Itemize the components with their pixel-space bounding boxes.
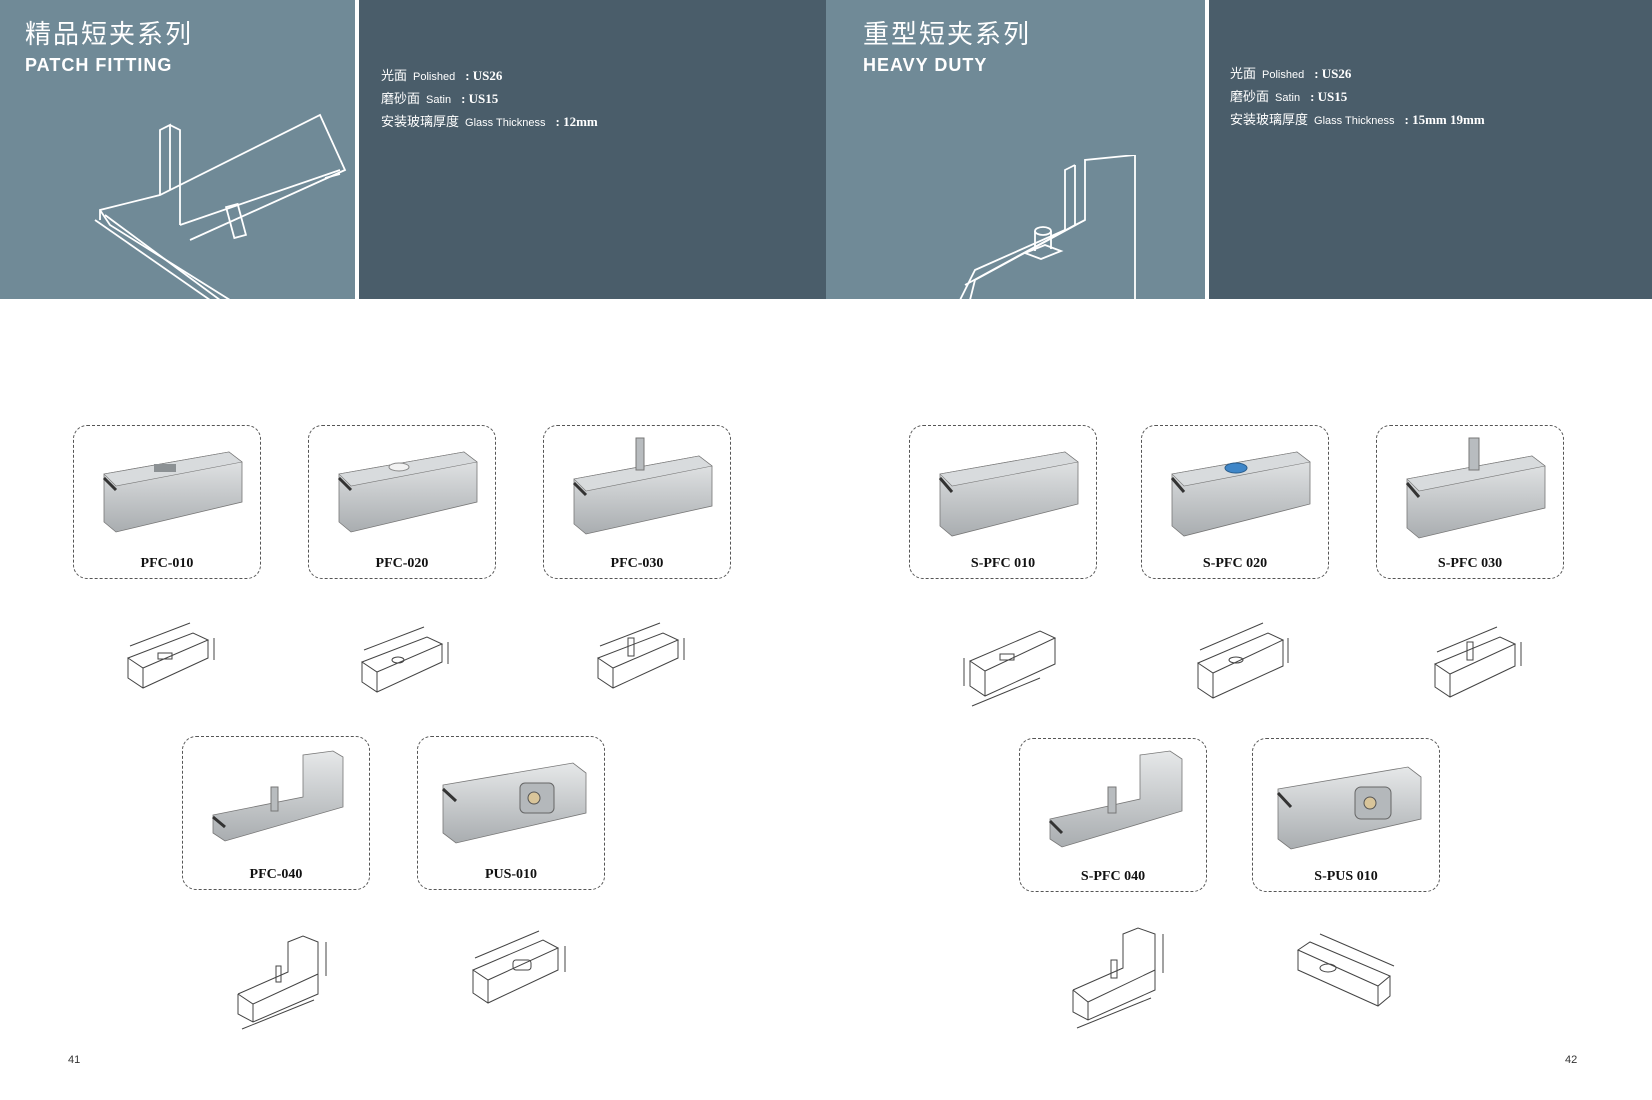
- s-pfc-010-photo-icon: [938, 451, 1079, 537]
- pfc-040-drawing-icon: [237, 935, 327, 1030]
- s-pus-010-photo-icon: [1276, 766, 1422, 850]
- left-title-en: PATCH FITTING: [25, 55, 173, 75]
- left-specs: 光面 Polished : US26 磨砂面 Satin : US15 安装玻璃厚度 Gl…: [381, 65, 598, 134]
- spec-row: 安装玻璃厚度 Glass Thickness : 12mm: [381, 111, 598, 134]
- product-code: PFC-010: [140, 556, 194, 571]
- heavy-duty-line-art-icon: [959, 155, 1136, 300]
- s-pfc-020-photo-icon: [1170, 451, 1311, 537]
- s-pfc-030-photo-icon: [1405, 437, 1546, 539]
- right-title-cn: 重型短夹系列: [863, 20, 1032, 50]
- banner-divider: [1205, 0, 1209, 299]
- product-code: PFC-040: [249, 867, 303, 882]
- spec-cn: 光面: [381, 69, 408, 84]
- spec-en: Polished: [1262, 69, 1305, 81]
- right-banner-dark: [1209, 0, 1652, 299]
- product-card-pfc-020[interactable]: PFC-020: [308, 425, 496, 579]
- spec-value: : 12mm: [555, 114, 598, 129]
- spec-row: 磨砂面 Satin : US15: [381, 88, 598, 111]
- pfc-030-drawing-icon: [596, 622, 685, 689]
- banner-divider: [355, 0, 359, 299]
- s-pfc-030-drawing-icon: [1433, 626, 1522, 698]
- product-card-s-pfc-040[interactable]: S-PFC 040: [1019, 738, 1207, 892]
- right-title-en: HEAVY DUTY: [863, 55, 988, 75]
- spec-cn: 光面: [1230, 67, 1257, 82]
- product-code: S-PFC 010: [970, 556, 1036, 571]
- pfc-010-photo-icon: [102, 451, 243, 533]
- spec-row: 光面 Polished : US26: [1230, 63, 1485, 86]
- product-code: S-PFC 020: [1202, 556, 1268, 571]
- right-banner-light: [826, 0, 1206, 299]
- spec-row: 光面 Polished : US26: [381, 65, 598, 88]
- product-card-s-pfc-010[interactable]: S-PFC 010: [909, 425, 1097, 579]
- spec-row: 安装玻璃厚度 Glass Thickness : 15mm 19mm: [1230, 109, 1485, 132]
- left-banner-dark: [359, 0, 826, 299]
- s-pfc-040-photo-icon: [1048, 750, 1183, 848]
- left-title-cn: 精品短夹系列: [25, 20, 194, 50]
- spec-en: Glass Thickness: [1314, 115, 1395, 127]
- product-code: PFC-030: [610, 556, 664, 571]
- left-banner-light: [0, 0, 355, 299]
- pfc-010-drawing-icon: [126, 622, 215, 689]
- spec-en: Polished: [413, 71, 456, 83]
- s-pfc-020-drawing-icon: [1196, 622, 1289, 699]
- product-card-pfc-010[interactable]: PFC-010: [73, 425, 261, 579]
- spec-value: : 15mm 19mm: [1404, 112, 1485, 127]
- product-card-pfc-040[interactable]: PFC-040: [182, 736, 370, 890]
- s-pfc-040-drawing-icon: [1072, 927, 1164, 1029]
- pfc-020-photo-icon: [337, 451, 478, 533]
- product-card-s-pfc-020[interactable]: S-PFC 020: [1141, 425, 1329, 579]
- product-code: S-PUS 010: [1314, 869, 1378, 884]
- spec-value: : US15: [1310, 89, 1348, 104]
- spec-row: 磨砂面 Satin : US15: [1230, 86, 1485, 109]
- s-pfc-010-drawing-icon: [963, 630, 1057, 707]
- spec-cn: 磨砂面: [1230, 90, 1270, 105]
- pus-010-drawing-icon: [471, 930, 566, 1004]
- product-code: PFC-020: [375, 556, 429, 571]
- product-card-pfc-030[interactable]: PFC-030: [543, 425, 731, 579]
- product-code: PUS-010: [484, 867, 538, 882]
- pfc-040-photo-icon: [212, 750, 344, 842]
- s-pus-010-drawing-icon: [1296, 933, 1395, 1007]
- spec-en: Satin: [1275, 92, 1301, 104]
- pfc-020-drawing-icon: [360, 626, 449, 693]
- spec-en: Satin: [426, 94, 452, 106]
- right-specs: 光面 Polished : US26 磨砂面 Satin : US15 安装玻璃厚度 Gl…: [1230, 63, 1485, 132]
- product-card-pus-010[interactable]: PUS-010: [417, 736, 605, 890]
- product-code: S-PFC 040: [1080, 869, 1146, 884]
- spec-cn: 磨砂面: [381, 92, 421, 107]
- spec-en: Glass Thickness: [465, 117, 546, 129]
- patch-fitting-line-art-icon: [94, 113, 347, 300]
- product-code: S-PFC 030: [1437, 556, 1503, 571]
- pus-010-photo-icon: [441, 762, 587, 844]
- spec-cn: 安装玻璃厚度: [1230, 113, 1309, 128]
- spec-value: : US15: [461, 91, 499, 106]
- spec-cn: 安装玻璃厚度: [381, 115, 460, 130]
- page-number-left: 41: [68, 1054, 81, 1066]
- product-card-s-pfc-030[interactable]: S-PFC 030: [1376, 425, 1564, 579]
- spec-value: : US26: [465, 68, 503, 83]
- product-card-s-pus-010[interactable]: S-PUS 010: [1252, 738, 1440, 892]
- spec-value: : US26: [1314, 66, 1352, 81]
- page-number-right: 42: [1565, 1054, 1578, 1066]
- pfc-030-photo-icon: [572, 437, 713, 535]
